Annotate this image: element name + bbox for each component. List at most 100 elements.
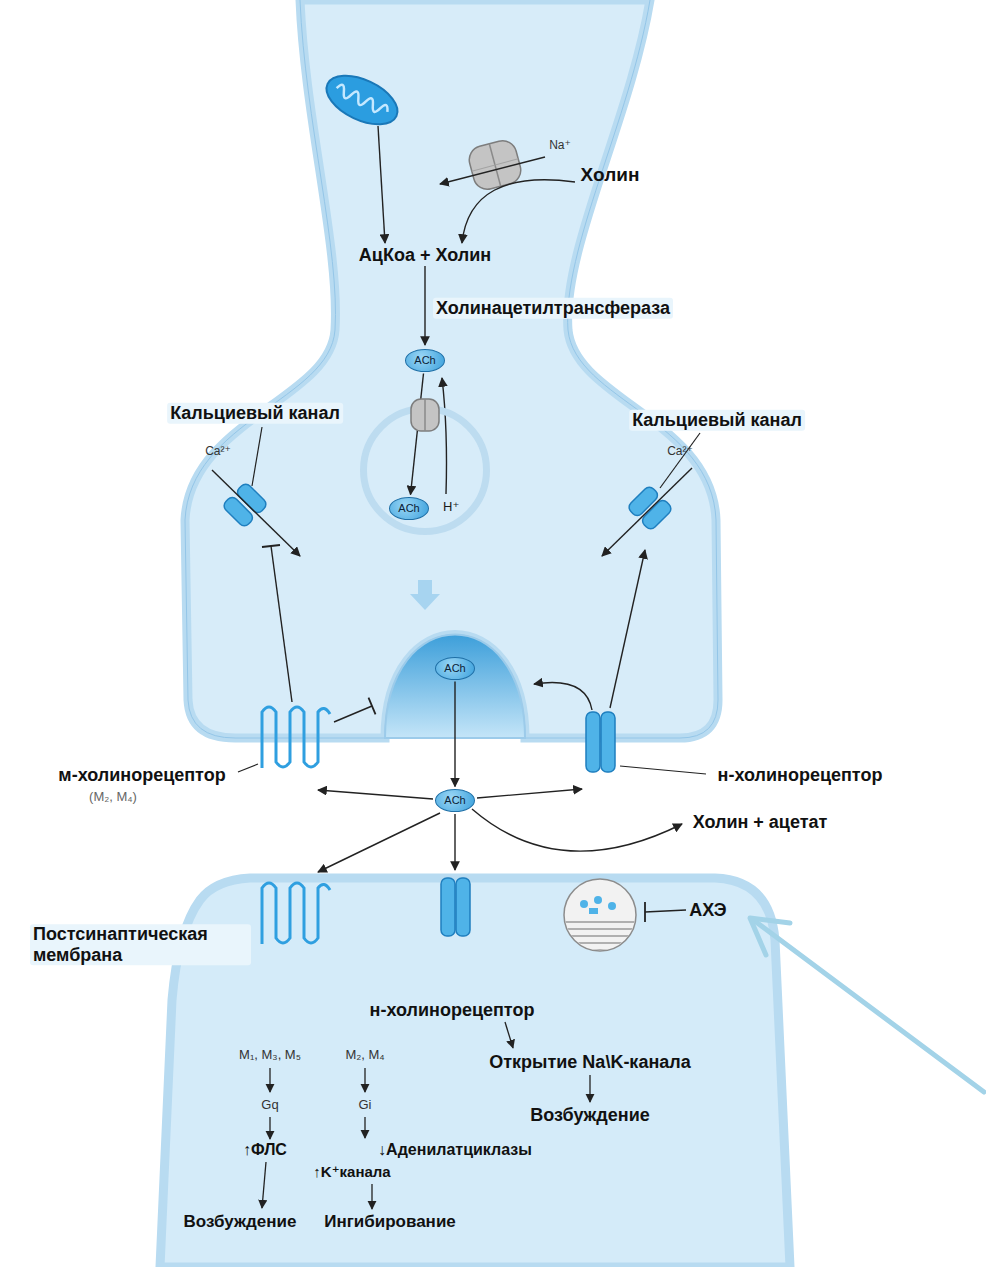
product-label: Холин + ацетат (693, 812, 828, 833)
protein-label: Gi (359, 1098, 372, 1113)
mitochondrion (319, 66, 405, 134)
effect-label: Ингибирование (324, 1212, 456, 1232)
enzyme-label: АХЭ (689, 900, 726, 921)
cascade-arrows (371, 1184, 372, 1209)
acetylcholinesterase (560, 879, 640, 951)
effect-label: ↑ФЛС (243, 1141, 287, 1159)
cascade-arrows (589, 1075, 590, 1102)
enzyme-label: Холинацетилтрансфераза (433, 298, 673, 319)
inhibition-line (334, 706, 372, 722)
calcium-arrow (602, 468, 692, 556)
hydrolysis-arrow (472, 809, 682, 851)
calcium-channel (222, 482, 269, 529)
part-label: н-холинорецептор (370, 1000, 535, 1021)
acetylcholinesterase (589, 908, 598, 914)
flow-arrow (610, 550, 645, 708)
acetylcholinesterase (560, 921, 640, 922)
nicotinic-receptor (601, 712, 615, 772)
cascade-arrows (364, 1068, 365, 1092)
acetylcholinesterase (564, 879, 636, 951)
molecule-label: ACh (444, 663, 465, 674)
acetylcholinesterase (560, 949, 640, 950)
effect-label: Возбуждение (184, 1212, 297, 1232)
vesicular-transporter (424, 399, 426, 431)
substance-label: АцКоа + Холин (359, 245, 491, 266)
substance-label: Холин (581, 164, 640, 186)
flow-arrow (477, 789, 582, 798)
postsynaptic-cell (160, 878, 790, 1267)
nicotinic-receptor (586, 712, 615, 772)
choline-arrow (462, 180, 575, 243)
acetylcholinesterase (608, 902, 616, 910)
molecule-circle: ACh (405, 349, 445, 372)
inhibition-line (645, 910, 686, 912)
acetylcholinesterase (580, 900, 588, 908)
pointer-arrow (752, 919, 984, 1092)
ion-label: Na⁺ (549, 139, 571, 153)
effect-label: Возбуждение (530, 1105, 650, 1126)
flow-arrow (378, 126, 385, 243)
vesicle-circle: H⁺ACh (360, 405, 490, 535)
cascade-arrows (262, 1162, 266, 1208)
pointer-arrow (750, 918, 984, 1092)
part-label: Кальциевый канал (629, 410, 805, 431)
inhibition-bar (369, 698, 376, 715)
proton-arrow (442, 378, 447, 494)
flow-arrow (318, 790, 433, 799)
effect-label: ↑K⁺канала (313, 1163, 390, 1180)
leader-line (660, 433, 700, 488)
cascade-arrows (505, 1022, 513, 1048)
effect-label: Открытие Na\K-канала (489, 1052, 690, 1073)
flow-arrow (534, 682, 592, 710)
subtype-label: M₂, M₄ (345, 1048, 384, 1063)
flow-arrow (424, 266, 425, 345)
nicotinic-receptor (586, 712, 600, 772)
molecule-label: ACh (444, 795, 465, 806)
presynaptic-terminal (185, 0, 718, 738)
acetylcholinesterase (560, 942, 640, 943)
molecule-label: ACh (398, 503, 419, 514)
flow-connector (454, 682, 455, 787)
part-label: Постсинаптическая мембрана (30, 924, 251, 965)
effect-label: ↓Аденилатциклазы (378, 1141, 532, 1159)
mitochondrion (319, 66, 405, 134)
acetylcholinesterase (560, 922, 640, 950)
ion-label: Ca²⁺ (667, 445, 693, 459)
subtype-label: M₁, M₃, M₅ (239, 1048, 301, 1063)
inhibition-bar (262, 545, 280, 547)
molecule-circle: ACh (389, 497, 429, 520)
molecule-circle: ACh (435, 789, 475, 812)
nicotinic-receptor (441, 878, 455, 936)
molecule-label: ACh (414, 355, 435, 366)
molecule-circle: ACh (435, 657, 475, 680)
nicotinic-receptor (441, 878, 470, 936)
acetylcholinesterase (594, 896, 602, 904)
flow-arrow (454, 814, 455, 870)
part-label: Кальциевый канал (167, 403, 343, 424)
ion-label: Ca²⁺ (205, 445, 231, 459)
pointer-arrow (750, 918, 790, 955)
cascade-arrows (269, 1068, 270, 1092)
mitochondrion (334, 83, 389, 117)
cascade-arrows (269, 1117, 270, 1139)
part-label: н-холинорецептор (718, 765, 883, 786)
presynaptic-terminal (185, 0, 718, 738)
leader-line (238, 764, 258, 772)
protein-label: Gq (261, 1098, 278, 1113)
calcium-arrow (212, 470, 300, 556)
flow-connector (411, 374, 424, 495)
part-label: м-холинорецептор (58, 765, 225, 786)
acetylcholinesterase (560, 935, 640, 936)
inhibition-bar (644, 902, 646, 922)
acetylcholinesterase (560, 928, 640, 929)
subtype-label: (M₂, M₄) (89, 790, 137, 805)
leader-line (620, 766, 706, 774)
flow-arrow (318, 813, 440, 872)
nicotinic-receptor (456, 878, 470, 936)
inhibition-line (271, 546, 292, 702)
release-arrow (410, 580, 440, 610)
muscarinic-receptor (262, 883, 330, 944)
